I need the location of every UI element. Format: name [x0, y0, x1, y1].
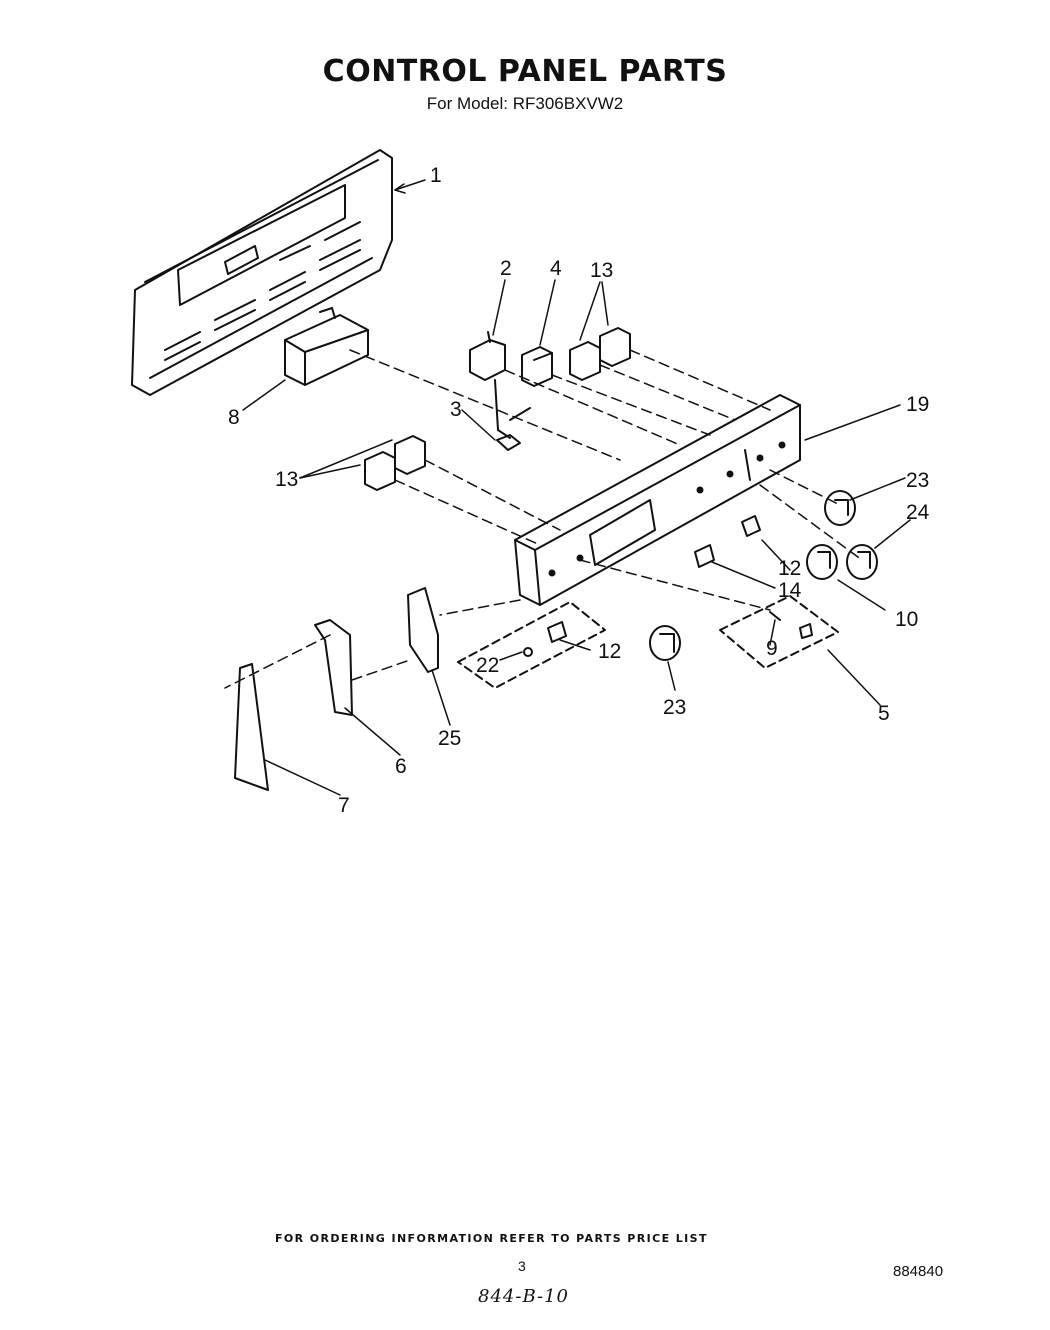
pushbutton-12-right — [741, 515, 761, 537]
knob-23-lower — [649, 625, 681, 661]
page-number: 3 — [518, 1258, 526, 1274]
callout-9: 9 — [766, 637, 778, 660]
side-trim-7 — [234, 663, 269, 791]
callout-13-upper: 13 — [590, 259, 613, 282]
callout-1: 1 — [430, 164, 442, 187]
leader-lines — [242, 179, 911, 796]
callout-8: 8 — [228, 406, 240, 429]
lamp-9 — [769, 611, 813, 639]
callout-10: 10 — [895, 608, 918, 631]
callout-23-lower: 23 — [663, 696, 686, 719]
callout-24: 24 — [906, 501, 930, 524]
callout-7: 7 — [338, 794, 350, 817]
callout-13-lower: 13 — [275, 468, 298, 491]
callout-12-right: 12 — [778, 557, 801, 580]
knob-23-right — [824, 490, 856, 526]
switch-pair-13-lower — [364, 435, 426, 491]
model-subtitle: For Model: RF306BXVW2 — [426, 94, 624, 113]
end-cap-6 — [314, 619, 353, 716]
bracket-25 — [407, 587, 439, 673]
document-number: 884840 — [893, 1263, 944, 1280]
callout-4: 4 — [550, 257, 562, 280]
callout-6: 6 — [395, 755, 407, 778]
callout-23-right: 23 — [906, 469, 929, 492]
knob-24 — [846, 544, 878, 580]
handwritten-note: 844-B-10 — [478, 1286, 569, 1307]
switch-4 — [521, 346, 553, 387]
callout-3: 3 — [450, 398, 462, 421]
switch-pair-13-upper — [569, 327, 631, 381]
group-box-12-22 — [457, 601, 606, 689]
callout-2: 2 — [500, 257, 512, 280]
rocker-14 — [694, 544, 715, 568]
screw-22 — [523, 647, 533, 657]
callout-25: 25 — [438, 727, 461, 750]
backguard-panel — [131, 149, 393, 396]
page-title: CONTROL PANEL PARTS — [322, 54, 728, 89]
control-panel-19 — [514, 394, 801, 606]
callout-22: 22 — [476, 654, 499, 677]
wire-clip-3 — [496, 407, 531, 451]
callout-14: 14 — [778, 579, 802, 602]
ordering-info-note: FOR ORDERING INFORMATION REFER TO PARTS … — [275, 1232, 708, 1245]
group-box-5-9 — [719, 595, 839, 669]
clock-module — [284, 307, 369, 386]
pushbutton-12-lower — [547, 621, 567, 643]
callout-12-lower: 12 — [598, 640, 621, 663]
knob-10 — [806, 544, 838, 580]
exploded-lines — [224, 349, 863, 689]
callout-19: 19 — [906, 393, 929, 416]
callout-5: 5 — [878, 702, 890, 725]
